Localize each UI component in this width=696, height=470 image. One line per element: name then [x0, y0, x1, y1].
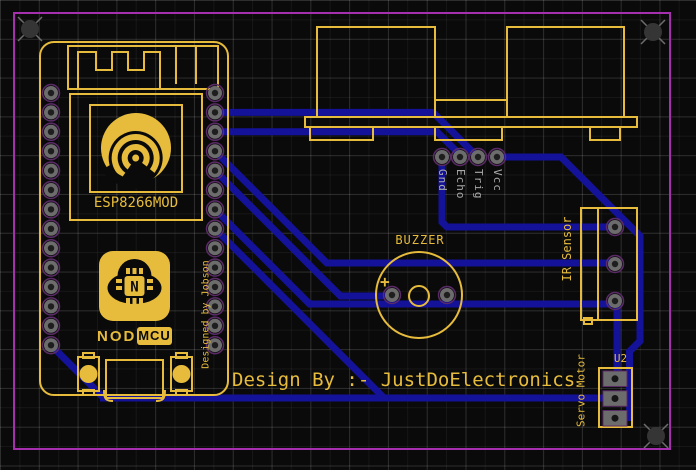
servo-motor-label: Servo Motor	[574, 354, 588, 427]
ir-sensor-connector[interactable]	[580, 207, 638, 325]
usb-connector[interactable]	[103, 359, 166, 402]
esp-shield-outer[interactable]	[69, 93, 203, 221]
antenna-meander	[77, 51, 161, 88]
ir-sensor-label: IR Sensor	[560, 216, 574, 282]
ultrasonic-foot-left	[309, 126, 374, 141]
fiducial-top-right[interactable]	[640, 19, 666, 45]
nodemcu-chip-letter: N	[130, 280, 138, 296]
nodemcu-logo-word-mcu: MCU	[137, 327, 172, 345]
ultrasonic-pin-label-gnd: Gnd	[436, 169, 449, 192]
board-edge-outline[interactable]	[13, 12, 671, 450]
trace-diag-gnd[interactable]	[212, 226, 387, 401]
trace-vcc[interactable]	[497, 153, 644, 421]
buzzer[interactable]	[375, 251, 463, 339]
reset-button[interactable]	[170, 352, 193, 396]
nodemcu-logo-icon	[99, 251, 170, 321]
designer-credit-label: Designed by Jobson	[200, 260, 212, 369]
esp-module-label: ESP8266MOD	[93, 195, 179, 211]
buzzer-hole	[408, 285, 430, 307]
ultrasonic-sensor[interactable]	[304, 26, 638, 141]
servo-ref-designator: U2	[613, 352, 628, 365]
nodemcu-module[interactable]	[39, 41, 229, 402]
fiducial-bottom-right[interactable]	[643, 423, 669, 449]
nodemcu-left-pads[interactable]	[41, 83, 61, 355]
ultrasonic-pin-label-vcc: Vcc	[491, 169, 504, 192]
ultrasonic-foot-right	[589, 126, 621, 141]
ultrasonic-transducer-right[interactable]	[506, 26, 625, 118]
ultrasonic-body-bar	[304, 116, 638, 128]
copper-traces[interactable]	[48, 108, 644, 421]
trace-ir-pin2[interactable]	[212, 148, 612, 267]
design-credit-text: Design By :- JustDoElectronics	[232, 369, 576, 391]
trace-echo[interactable]	[215, 128, 464, 159]
buzzer-label: BUZZER	[395, 233, 445, 247]
flash-button[interactable]	[77, 352, 100, 396]
servo-connector-outline[interactable]	[598, 367, 633, 428]
ultrasonic-transducer-left[interactable]	[316, 26, 436, 118]
nodemcu-outline[interactable]	[39, 41, 229, 396]
buzzer-polarity-mark: +	[380, 272, 390, 291]
antenna-box	[67, 45, 219, 90]
buzzer-outline[interactable]	[375, 251, 463, 339]
ultrasonic-foot-middle	[434, 126, 503, 141]
ultrasonic-pin-label-echo: Echo	[454, 169, 467, 200]
espressif-logo-icon	[95, 107, 177, 189]
servo-pads[interactable]	[602, 370, 628, 427]
trace-buzzer[interactable]	[212, 168, 391, 300]
ir-connector-outline[interactable]	[580, 207, 638, 321]
ultrasonic-pin-label-trig: Trig	[472, 169, 485, 200]
servo-connector[interactable]	[598, 367, 633, 428]
trace-trig[interactable]	[215, 108, 480, 159]
nodemcu-logo-word-node: NODE	[97, 328, 149, 345]
esp-logo-box	[89, 104, 183, 193]
trace-ir-pin1[interactable]	[438, 165, 613, 231]
fiducial-top-left[interactable]	[17, 16, 43, 42]
ultrasonic-crystal	[434, 99, 508, 118]
ir-connector-notch	[583, 317, 593, 325]
ir-sensor-pads[interactable]	[605, 217, 625, 311]
trace-ir-pin3[interactable]	[212, 206, 612, 308]
